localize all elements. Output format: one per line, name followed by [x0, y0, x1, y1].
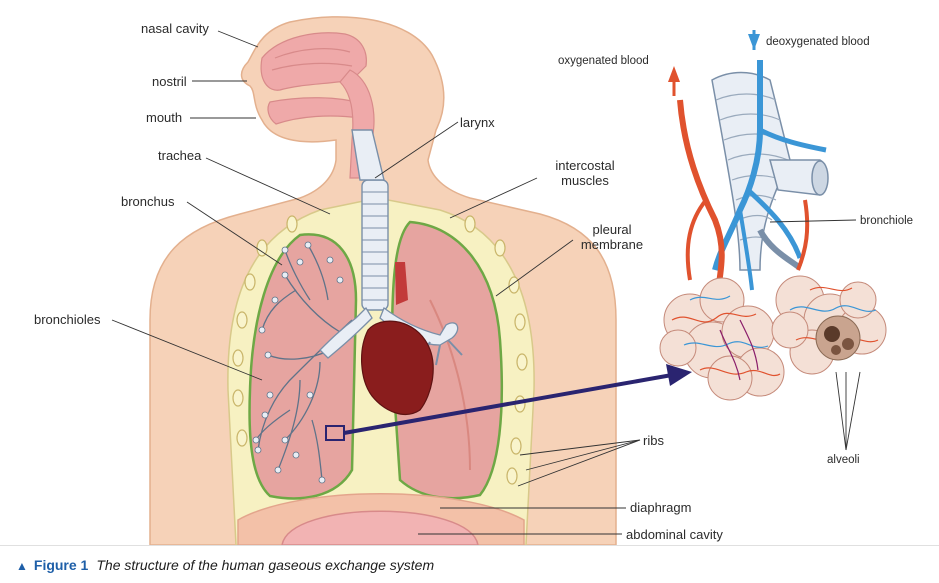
label-nostril: nostril	[152, 74, 187, 89]
label-intercostal-muscles: intercostal muscles	[540, 158, 630, 188]
figure-caption: ▲ Figure 1 The structure of the human gase…	[16, 557, 434, 573]
label-intercostal-line1: intercostal	[555, 158, 615, 173]
left-bronchus-shape	[319, 306, 373, 359]
caption-figure-number: Figure 1	[33, 557, 89, 573]
label-larynx: larynx	[460, 115, 495, 130]
bronchiole-inset	[659, 30, 887, 401]
label-bronchioles: bronchioles	[34, 312, 101, 327]
magnification-arrow	[343, 364, 692, 435]
label-deoxygenated-blood: deoxygenated blood	[766, 36, 870, 48]
label-diaphragm: diaphragm	[630, 500, 692, 515]
right-lung	[390, 220, 504, 500]
aorta	[395, 262, 408, 305]
label-nasal-cavity: nasal cavity	[141, 21, 209, 36]
label-trachea: trachea	[158, 148, 202, 163]
leader-lines	[111, 30, 861, 535]
heart	[361, 320, 434, 415]
label-bronchiole: bronchiole	[860, 215, 914, 227]
label-mouth: mouth	[146, 110, 183, 125]
label-alveoli: alveoli	[827, 454, 860, 466]
label-pleural-membrane: pleural membrane	[572, 222, 652, 252]
lung-fissure	[429, 299, 471, 471]
label-pleural-line2: membrane	[580, 237, 644, 252]
label-oxygenated-blood: oxygenated blood	[558, 55, 649, 67]
larynx-shape	[351, 129, 385, 181]
nasal-cavity-shape	[260, 32, 367, 91]
bronchiole-tips	[252, 241, 344, 484]
caption-triangle-icon: ▲	[16, 559, 28, 573]
trachea-shape	[361, 179, 389, 311]
mouth-cavity-shape	[267, 97, 363, 125]
label-bronchus: bronchus	[121, 194, 175, 209]
label-abdominal-cavity: abdominal cavity	[626, 527, 723, 542]
caption-divider	[0, 545, 939, 546]
label-pleural-line1: pleural	[592, 222, 632, 237]
label-intercostal-line2: muscles	[561, 173, 609, 188]
gaseous-exchange-diagram	[111, 16, 887, 546]
abdominal-cavity-shape	[281, 510, 479, 546]
caption-text: The structure of the human gaseous excha…	[96, 557, 435, 573]
label-ribs: ribs	[643, 433, 664, 448]
